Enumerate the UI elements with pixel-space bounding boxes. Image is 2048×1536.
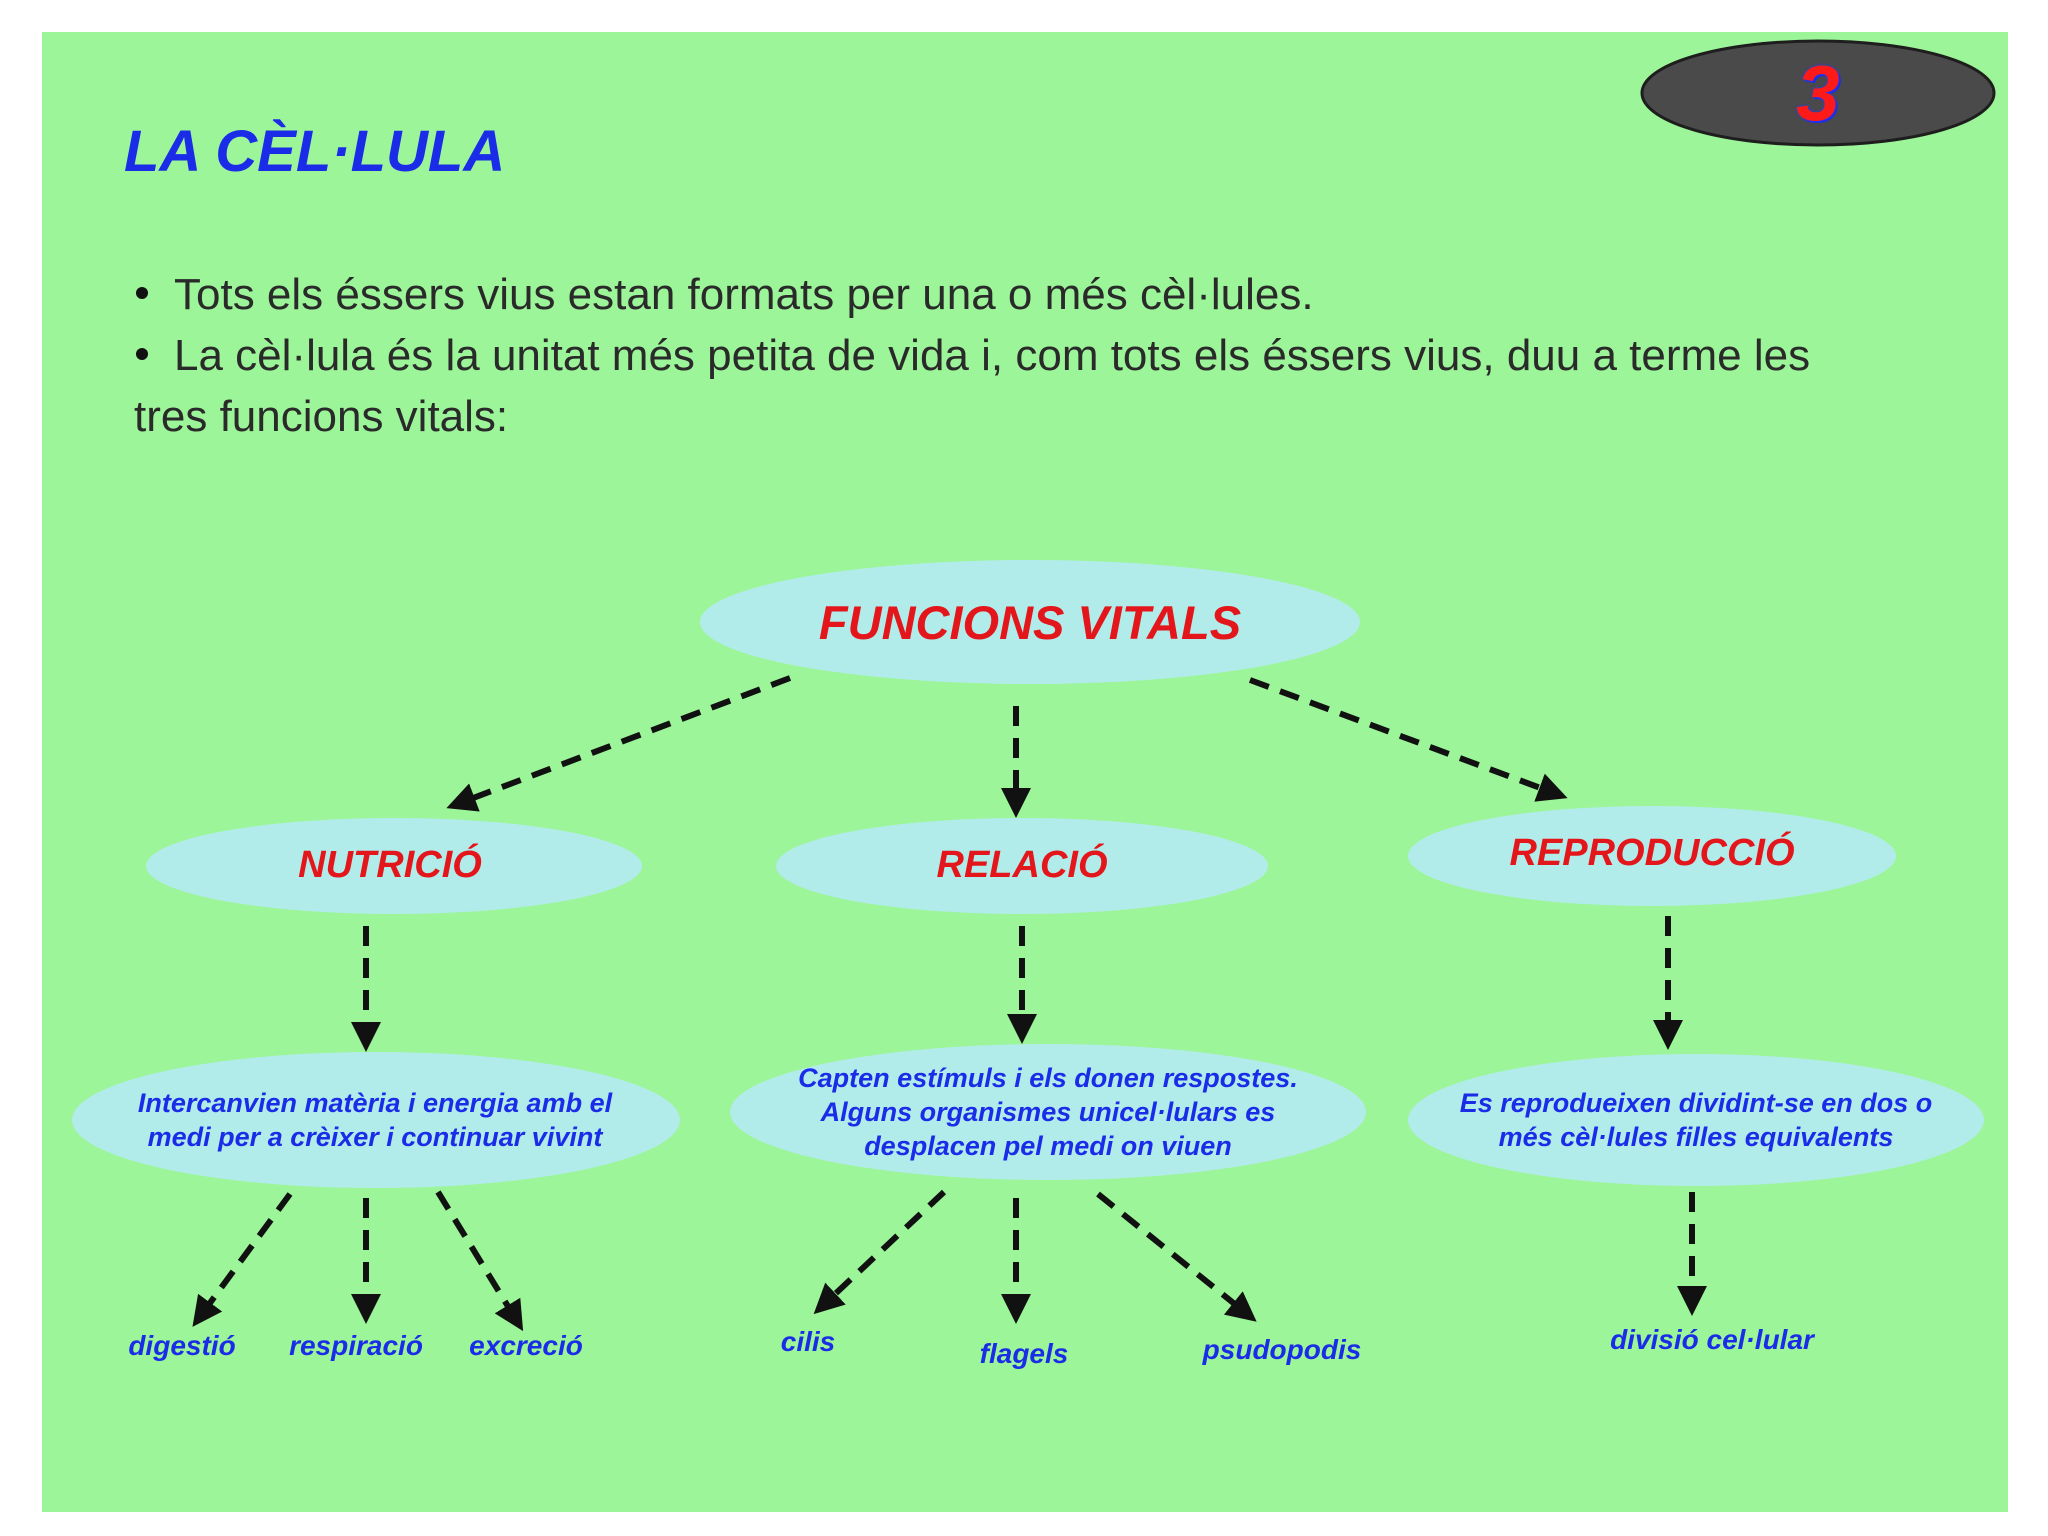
leaf-cilis: cilis — [780, 1326, 836, 1357]
nutricio-node-shape — [146, 818, 642, 914]
nutricio-desc-shape — [72, 1052, 680, 1188]
leaf-divisio-cellular: divisió cel·lular — [1610, 1324, 1814, 1355]
root-node-label: FUNCIONS VITALS — [818, 595, 1242, 649]
bullet-dot-icon — [136, 348, 148, 361]
reproduccio-description: Es reprodueixen dividint-se en dos o més… — [1459, 1088, 1933, 1152]
bullet-item: La cèl·lula és la unitat més petita de v… — [134, 331, 1811, 441]
reproduccio-node-label: REPRODUCCIÓ — [1509, 831, 1795, 874]
page-badge-shape — [1640, 39, 1996, 147]
leaf-psudopodis: psudopodis — [1202, 1334, 1362, 1365]
arrow-root-to-reproduccio — [1248, 677, 1568, 802]
nutricio-description: Intercanvien matèria i energia amb el me… — [137, 1088, 613, 1152]
leaf-respiracio: respiració — [289, 1330, 423, 1361]
bullet-item: Tots els éssers vius estan formats per u… — [134, 264, 1894, 325]
reproduccio-node-shape — [1408, 806, 1896, 906]
relacio-description: Capten estímuls i els donen respostes. A… — [798, 1063, 1298, 1161]
arrow-relacio-to-psudopodis — [1096, 1191, 1257, 1322]
leaf-excrecio: excreció — [469, 1330, 583, 1361]
bullet-list: Tots els éssers vius estan formats per u… — [134, 264, 1894, 447]
leaf-digestio: digestió — [128, 1330, 236, 1361]
relacio-node-shape — [776, 818, 1268, 914]
root-node-shape — [700, 560, 1360, 684]
relacio-desc-shape — [730, 1044, 1366, 1180]
arrow-nutricio-to-digestio — [192, 1192, 293, 1327]
page-number-badge: 3 — [1640, 40, 1996, 146]
relacio-node-label: RELACIÓ — [936, 843, 1108, 886]
page-number: 3 — [1796, 48, 1840, 137]
slide-background — [42, 32, 2008, 1512]
arrow-root-to-nutricio — [446, 675, 792, 812]
slide-title: LA CÈL·LULA — [124, 119, 506, 184]
bullet-dot-icon — [136, 287, 148, 300]
reproduccio-desc-shape — [1408, 1054, 1984, 1186]
arrow-relacio-to-cilis — [813, 1189, 947, 1315]
nutricio-node-label: NUTRICIÓ — [298, 843, 482, 886]
leaf-flagels: flagels — [979, 1338, 1069, 1369]
arrow-nutricio-to-excrecio — [435, 1190, 524, 1332]
